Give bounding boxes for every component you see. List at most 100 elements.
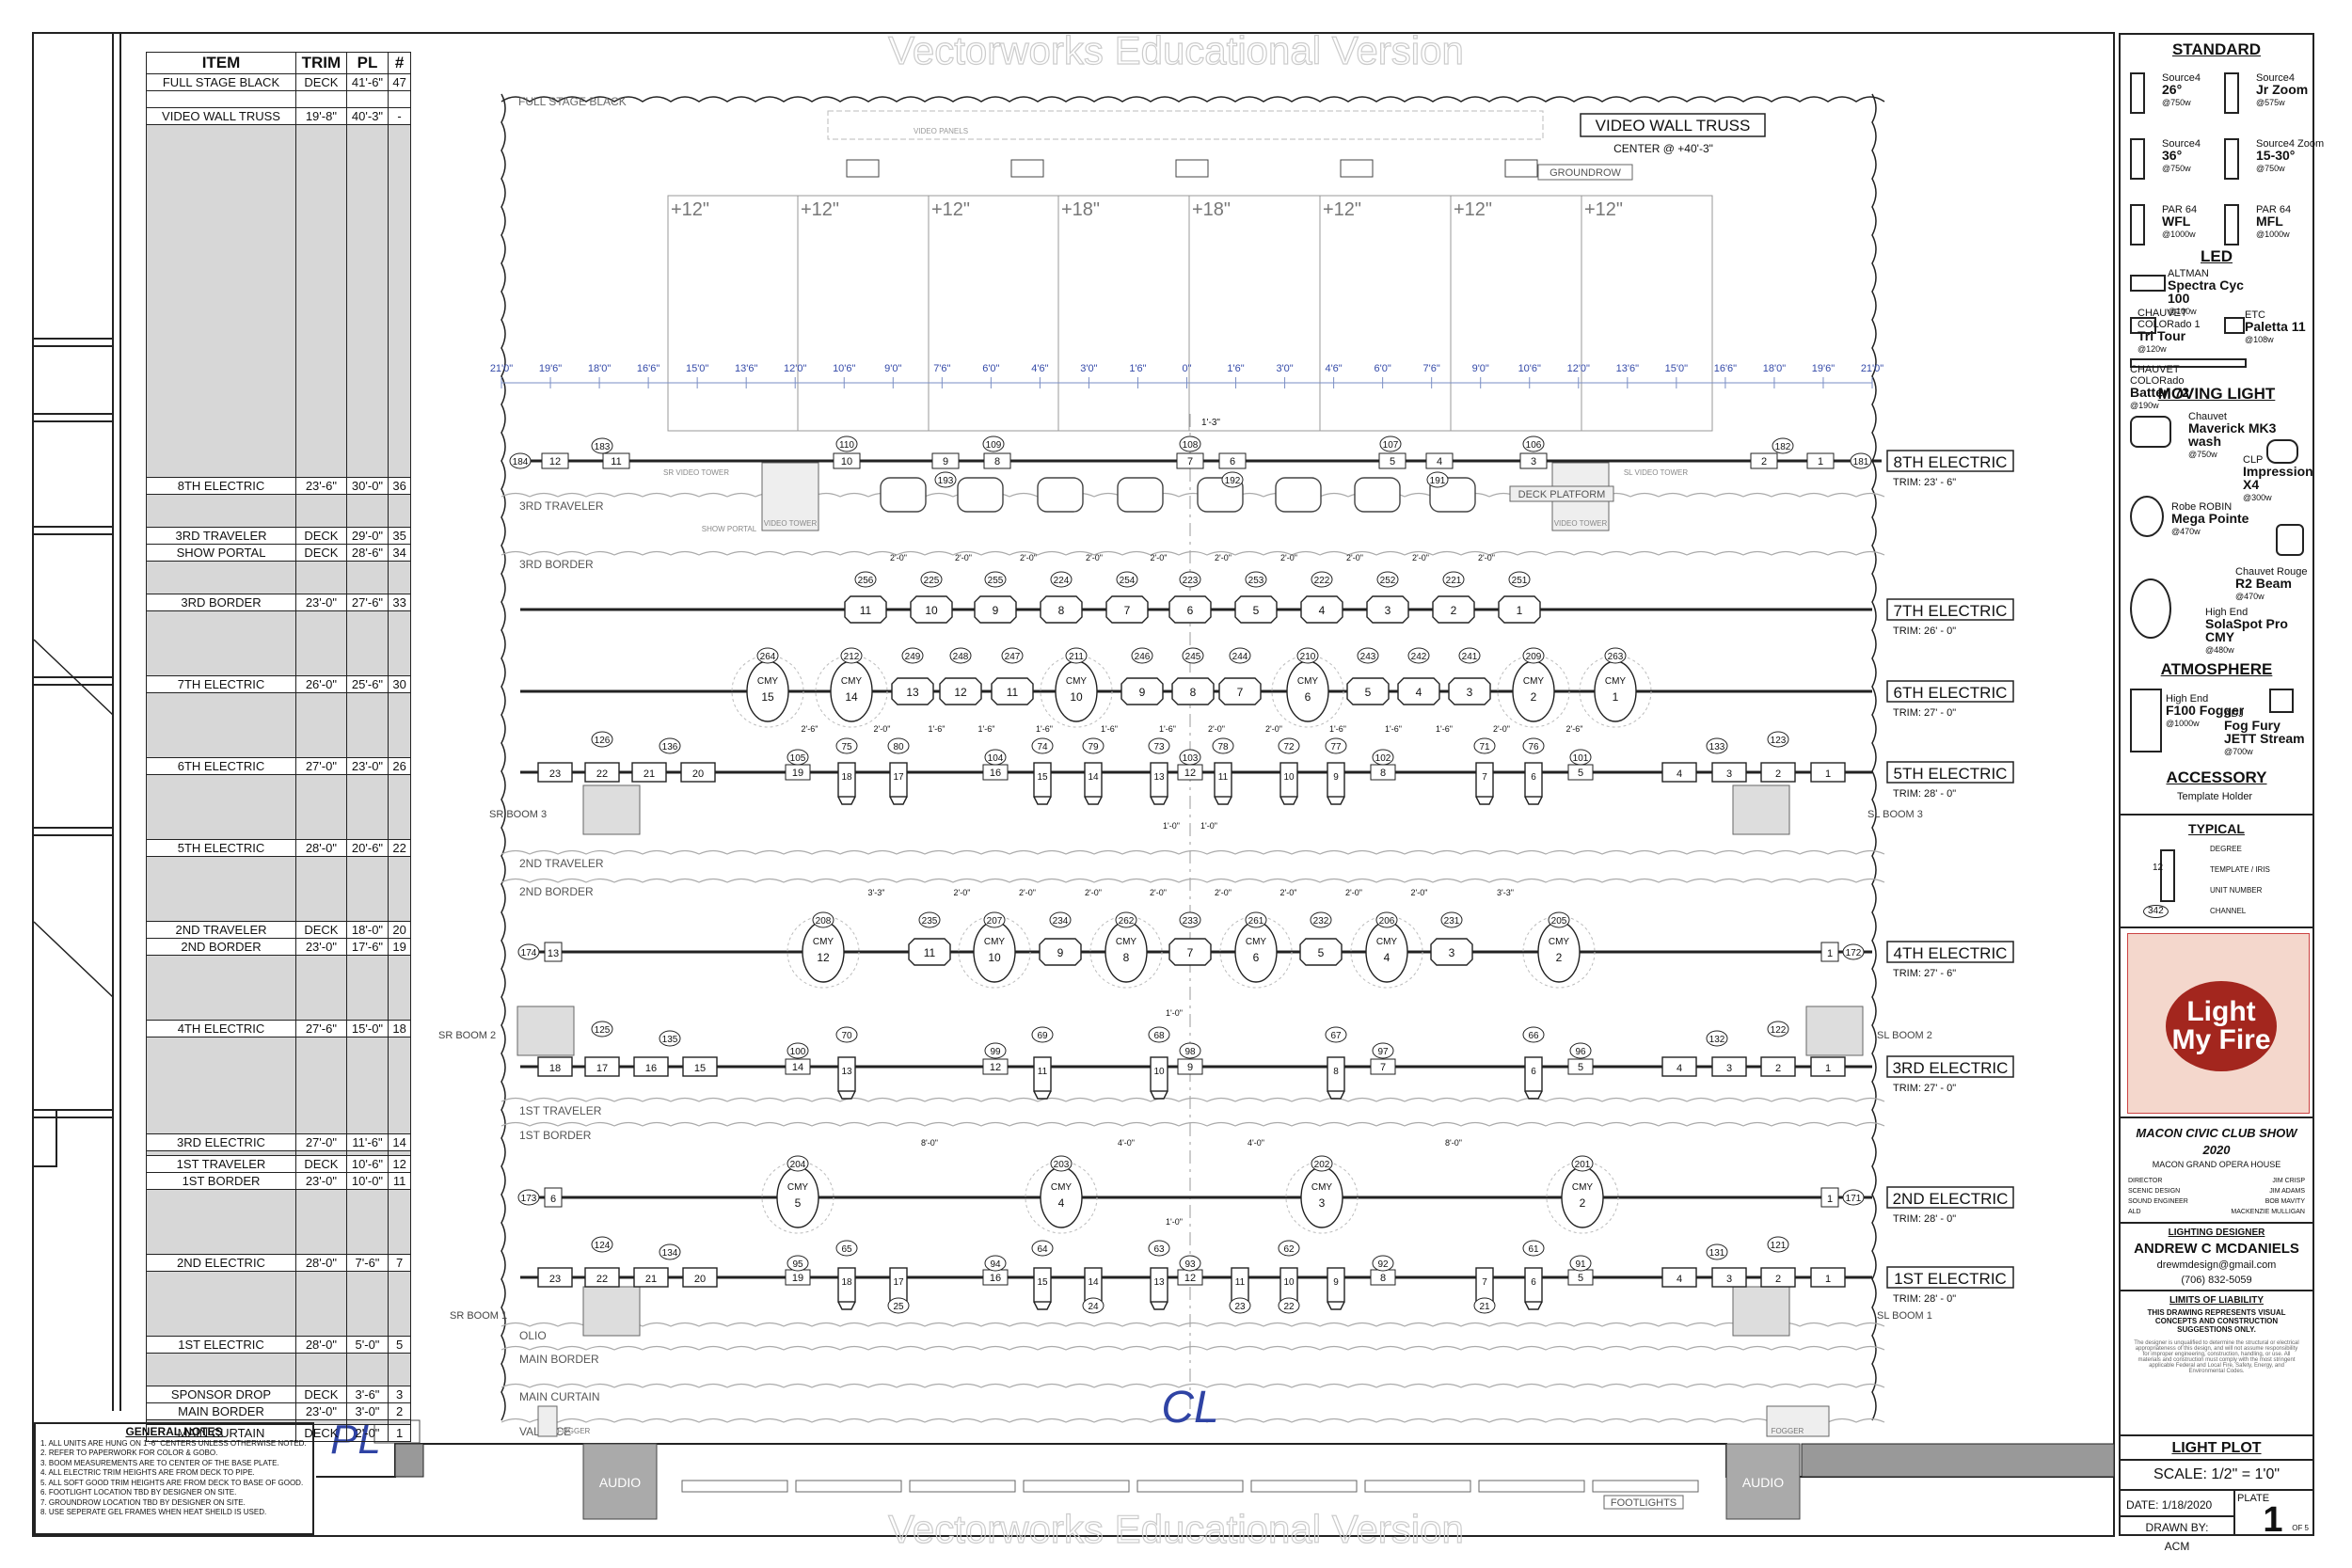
schedule-cell-num: 33 bbox=[388, 594, 411, 611]
7th-unit bbox=[1300, 595, 1343, 624]
schedule-cell-pl: 40'-3" bbox=[345, 107, 389, 125]
channel-number: 63 bbox=[1153, 1244, 1165, 1255]
height-label: +12" bbox=[1454, 199, 1492, 220]
electric-label-box bbox=[1886, 941, 2014, 963]
legend-model: Spectra Cyc 100 bbox=[2168, 277, 2244, 306]
note-item: 4. ALL ELECTRIC TRIM HEIGHTS ARE FROM DE… bbox=[40, 1468, 255, 1477]
dim-label: 2'-0" bbox=[1019, 888, 1036, 897]
height-label: +12" bbox=[671, 199, 709, 220]
unit-number: 23 bbox=[549, 1274, 561, 1285]
2nd-end-unit bbox=[544, 1187, 563, 1208]
5th-unit bbox=[1033, 762, 1052, 798]
1st-unit bbox=[837, 1267, 856, 1303]
unit-number: 2 bbox=[1556, 951, 1563, 964]
legend-watt: @750w bbox=[2162, 164, 2191, 173]
footlight-unit bbox=[795, 1480, 902, 1493]
channel-bubble bbox=[1772, 437, 1794, 454]
ruler-tick-label: 15'0" bbox=[686, 363, 708, 374]
4th-unit bbox=[1168, 938, 1212, 966]
unit-number: 1 bbox=[1613, 690, 1619, 704]
unit-number: 8 bbox=[1380, 1273, 1386, 1284]
height-label: +18" bbox=[1061, 199, 1100, 220]
soft-good-label: MAIN CURTAIN bbox=[519, 1390, 600, 1403]
legend-make: Chauvet Rouge bbox=[2235, 566, 2308, 578]
6th-unit bbox=[1171, 677, 1215, 705]
unit-number: 3 bbox=[1385, 604, 1391, 617]
channel-bubble bbox=[1426, 471, 1449, 488]
1st-unit-lens bbox=[1150, 1301, 1168, 1310]
dim-label: 1'-6" bbox=[1385, 724, 1402, 734]
schedule-cell-num: 20 bbox=[388, 921, 411, 939]
channel-bubble bbox=[1311, 571, 1333, 588]
channel-bubble bbox=[1311, 1155, 1333, 1172]
unit-number: 5 bbox=[1390, 456, 1395, 467]
ruler-tick-label: 16'6" bbox=[637, 363, 660, 374]
channel-number: 97 bbox=[1377, 1047, 1389, 1057]
unit-number: 22 bbox=[596, 768, 608, 780]
label-audio-sl: AUDIO bbox=[1742, 1475, 1784, 1490]
dim-label: 1'-6" bbox=[1159, 724, 1176, 734]
schedule-cell-pl: 5'-0" bbox=[345, 1336, 389, 1354]
unit-number: 10 bbox=[925, 604, 938, 617]
schedule-cell-num: 2 bbox=[388, 1402, 411, 1420]
soft-good-label: 2ND BORDER bbox=[519, 885, 594, 898]
channel-bubble bbox=[591, 437, 613, 454]
channel-number: 94 bbox=[990, 1259, 1001, 1270]
legend-model: 26° bbox=[2162, 82, 2183, 97]
channel-number: 246 bbox=[1135, 652, 1151, 662]
unit-number: 13 bbox=[841, 1067, 852, 1077]
channel-number: 208 bbox=[816, 916, 832, 927]
schedule-cell-num bbox=[388, 774, 411, 840]
typical-channel: 342 bbox=[2143, 905, 2169, 918]
5th-led bbox=[1711, 762, 1747, 783]
cmy-label: CMY bbox=[1311, 1182, 1333, 1193]
schedule-cell-trim bbox=[295, 561, 347, 594]
footlight-unit bbox=[909, 1480, 1016, 1493]
show-logo: Light My Fire bbox=[2127, 933, 2310, 1114]
5th-unit bbox=[1327, 762, 1345, 798]
schedule-cell-trim bbox=[295, 1271, 347, 1337]
tb-divider bbox=[2121, 1434, 2312, 1436]
4th-unit-cmy-swing bbox=[1219, 915, 1293, 989]
5th-led bbox=[537, 762, 573, 783]
unit-number: 14 bbox=[845, 690, 858, 704]
channel-bubble bbox=[509, 452, 532, 469]
unit-number: 22 bbox=[596, 1274, 608, 1285]
legend-model: F100 Fogger bbox=[2166, 703, 2245, 718]
dim-label: 2'-0" bbox=[1020, 553, 1037, 562]
channel-bubble bbox=[1767, 731, 1789, 748]
channel-number: 234 bbox=[1053, 916, 1069, 927]
channel-number: 62 bbox=[1283, 1244, 1295, 1255]
schedule-cell-num bbox=[388, 1353, 411, 1386]
channel-number: 201 bbox=[1575, 1160, 1591, 1170]
ruler-tick-label: 0" bbox=[1182, 363, 1191, 374]
channel-number: 102 bbox=[1375, 753, 1391, 764]
channel-bubble bbox=[1116, 571, 1138, 588]
channel-bubble bbox=[591, 731, 613, 748]
6th-unit bbox=[1397, 677, 1440, 705]
unit-number: 14 bbox=[1088, 772, 1099, 783]
channel-bubble bbox=[787, 749, 809, 766]
channel-number: 65 bbox=[841, 1244, 852, 1255]
tb-divider bbox=[2121, 814, 2312, 816]
channel-number: 132 bbox=[1709, 1035, 1725, 1045]
channel-number: 173 bbox=[521, 1194, 537, 1204]
legend-fixture-icon bbox=[2130, 72, 2145, 114]
ruler-tick-label: 19'6" bbox=[1812, 363, 1835, 374]
5th-unit-lens bbox=[1327, 796, 1345, 805]
unit-number: 18 bbox=[841, 1277, 852, 1288]
channel-bubble bbox=[1372, 749, 1394, 766]
channel-bubble bbox=[1179, 1042, 1201, 1059]
schedule-cell-item bbox=[146, 1037, 296, 1134]
channel-number: 77 bbox=[1330, 742, 1342, 752]
typical-callout: TEMPLATE / IRIS bbox=[2210, 865, 2270, 874]
legend-model: Batten 72 bbox=[2130, 385, 2190, 400]
channel-number: 70 bbox=[841, 1031, 852, 1041]
1st-unit bbox=[1327, 1267, 1345, 1303]
ruler-tick-label: 12'0" bbox=[784, 363, 806, 374]
boom-sl3 bbox=[1732, 784, 1790, 835]
stage-black-left bbox=[501, 93, 506, 1421]
